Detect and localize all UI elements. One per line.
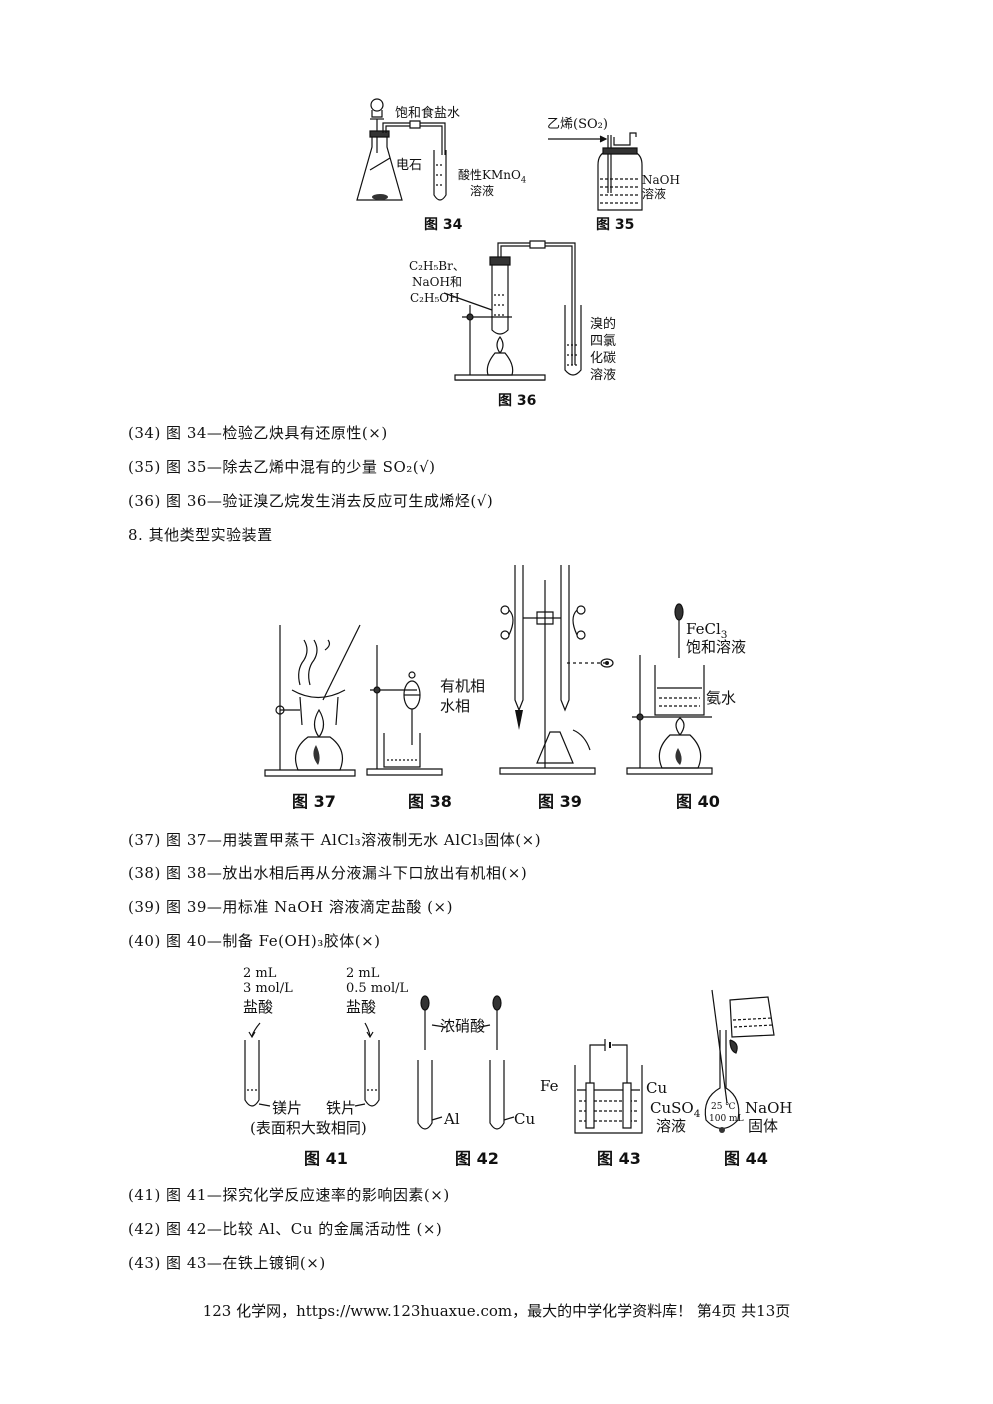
fig34-brine-label: 饱和食盐水 — [395, 106, 461, 121]
fig36-reagent-label-2: NaOH和 — [412, 275, 462, 289]
item-40: (40) 图 40—制备 Fe(OH)₃胶体(×) — [128, 932, 381, 950]
fig40-saturated-solution-label: 饱和溶液 — [686, 638, 747, 656]
fig44-temp-label: 25 ℃ — [711, 1102, 736, 1112]
figure-39-caption: 图 39 — [538, 792, 582, 811]
figure-43-caption: 图 43 — [597, 1149, 641, 1168]
figure-37-drawing — [260, 595, 370, 785]
figure-38-drawing — [362, 615, 442, 780]
item-35: (35) 图 35—除去乙烯中混有的少量 SO₂(√) — [128, 458, 436, 476]
fig36-bromine-label-4: 溶液 — [590, 368, 617, 383]
fig38-organic-phase-label: 有机相 — [440, 677, 486, 695]
figure-38-caption: 图 38 — [408, 792, 452, 811]
figure-35-drawing — [540, 115, 680, 215]
item-34: (34) 图 34—检验乙炔具有还原性(×) — [128, 424, 388, 442]
fig44-naoh-label: NaOH — [745, 1099, 793, 1117]
fig40-fecl3-label: FeCl3 — [686, 620, 728, 642]
fig42-al-label: Al — [444, 1110, 460, 1128]
figure-41-caption: 图 41 — [304, 1149, 348, 1168]
section-8-heading: 8. 其他类型实验装置 — [128, 526, 273, 544]
item-41: (41) 图 41—探究化学反应速率的影响因素(×) — [128, 1186, 450, 1204]
figure-44-drawing — [700, 985, 780, 1133]
page-footer: 123 化学网，https://www.123huaxue.com，最大的中学化… — [202, 1302, 791, 1320]
fig41-tube1-acid: 盐酸 — [243, 998, 274, 1016]
fig42-acid-label: 浓硝酸 — [440, 1017, 486, 1035]
fig41-fe-label: 铁片 — [326, 1099, 357, 1117]
fig36-bromine-label-1: 溴的 — [590, 317, 617, 332]
fig36-bromine-label-3: 化碳 — [590, 351, 617, 366]
figure-40-drawing — [622, 600, 732, 780]
fig40-ammonia-label: 氨水 — [706, 689, 737, 707]
fig35-naoh-label: NaOH — [642, 173, 680, 187]
figure-40-caption: 图 40 — [676, 792, 720, 811]
figure-35-caption: 图 35 — [596, 217, 635, 233]
item-43: (43) 图 43—在铁上镀铜(×) — [128, 1254, 326, 1272]
figure-34-caption: 图 34 — [424, 217, 463, 233]
fig35-gas-label: 乙烯(SO₂) — [547, 117, 608, 132]
figure-39-drawing — [495, 560, 625, 780]
item-38: (38) 图 38—放出水相后再从分液漏斗下口放出有机相(×) — [128, 864, 528, 882]
figure-36-caption: 图 36 — [498, 393, 537, 409]
fig43-fe-label: Fe — [540, 1077, 559, 1095]
item-36: (36) 图 36—验证溴乙烷发生消去反应可生成烯烃(√) — [128, 492, 494, 510]
fig43-solution-label: 溶液 — [656, 1117, 687, 1135]
fig34-kmno4-label: 酸性KMnO4 — [458, 168, 527, 185]
fig41-tube1-volume: 2 mL — [243, 966, 277, 981]
fig44-volume-label: 100 mL — [709, 1114, 744, 1124]
fig41-tube2-acid: 盐酸 — [346, 998, 377, 1016]
fig41-note-label: (表面积大致相同) — [250, 1119, 367, 1137]
fig36-bromine-label-2: 四氯 — [590, 334, 617, 349]
figure-37-caption: 图 37 — [292, 792, 336, 811]
fig44-solid-label: 固体 — [748, 1117, 779, 1135]
fig34-carbide-label: 电石 — [396, 158, 423, 173]
figure-44-caption: 图 44 — [724, 1149, 768, 1168]
fig34-solution-label: 溶液 — [470, 184, 495, 198]
fig35-solution-label: 溶液 — [642, 187, 667, 201]
fig43-cuso4-label: CuSO4 — [650, 1099, 701, 1121]
figure-42-drawing — [410, 995, 520, 1140]
fig36-reagent-label-3: C₂H₅OH — [410, 291, 460, 305]
figure-41-drawing — [240, 1020, 390, 1115]
fig41-mg-label: 镁片 — [272, 1099, 303, 1117]
figure-36-drawing — [450, 235, 610, 385]
fig42-cu-label: Cu — [514, 1110, 536, 1128]
fig41-tube2-volume: 2 mL — [346, 966, 380, 981]
item-42: (42) 图 42—比较 Al、Cu 的金属活动性 (×) — [128, 1220, 443, 1238]
item-39: (39) 图 39—用标准 NaOH 溶液滴定盐酸 (×) — [128, 898, 453, 916]
figure-34-drawing — [350, 95, 530, 215]
fig38-aqueous-phase-label: 水相 — [440, 697, 471, 715]
fig43-cu-label: Cu — [646, 1079, 668, 1097]
fig41-tube2-conc: 0.5 mol/L — [346, 981, 409, 996]
figure-42-caption: 图 42 — [455, 1149, 499, 1168]
figure-43-drawing — [570, 1035, 650, 1140]
item-37: (37) 图 37—用装置甲蒸干 AlCl₃溶液制无水 AlCl₃固体(×) — [128, 831, 542, 849]
fig41-tube1-conc: 3 mol/L — [243, 981, 293, 996]
fig36-reagent-label-1: C₂H₅Br、 — [409, 259, 465, 273]
